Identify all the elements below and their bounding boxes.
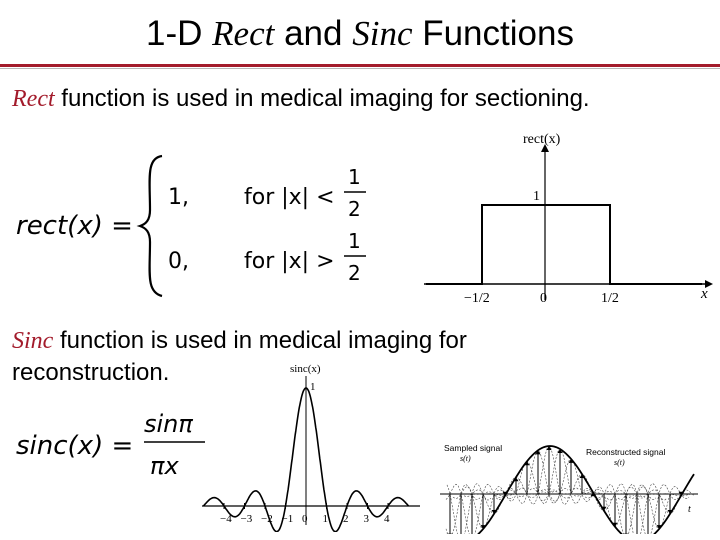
reconstructed-signal-label: Reconstructed signal <box>586 447 665 457</box>
rect-plot-tick-zero: 0 <box>540 291 547 306</box>
reconstruction-sinc-kernel <box>507 449 569 504</box>
reconstruction-sinc-kernel <box>445 483 503 534</box>
reconstruction-sample-arrow <box>590 492 596 497</box>
rect-plot-ylabel: rect(x) <box>523 132 561 147</box>
reconstruction-sample-arrow <box>513 477 519 482</box>
sinc-plot-tick-label: 3 <box>364 513 370 525</box>
sampled-signal-label: Sampled signal <box>444 443 502 453</box>
sinc-plot-peak-label: 1 <box>310 381 316 393</box>
rect-plot: rect(x) 1 x −1/2 0 1/2 <box>424 132 713 306</box>
sinc-description-line2: reconstruction. <box>12 359 170 386</box>
sinc-formula: sinc(x) = sinπ πx <box>16 410 205 480</box>
reconstruction-sinc-kernel <box>445 484 481 534</box>
rect-description: Rect function is used in medical imaging… <box>12 84 590 114</box>
reconstruction-signal-curve <box>446 445 695 534</box>
sampled-signal-sub: s(t) <box>460 454 471 463</box>
reconstructed-signal-sub: s(t) <box>614 458 625 467</box>
rect-plot-curve <box>426 204 702 285</box>
rect-formula-brace <box>136 154 163 298</box>
rect-description-text: function is used in medical imaging for … <box>54 85 590 112</box>
reconstruction-sample-arrow <box>502 491 508 496</box>
sinc-plot-curve <box>202 387 410 532</box>
sinc-plot-tick-label: −1 <box>282 513 294 525</box>
reconstruction-sample-arrow <box>480 525 486 530</box>
title-rect-word: Rect <box>212 14 275 53</box>
rect-plot-xlabel: x <box>700 286 708 302</box>
rect-plot-tick-pos-half: 1/2 <box>601 291 619 306</box>
title-middle: and <box>274 14 353 53</box>
reconstruction-sinc-kernel <box>606 483 668 534</box>
title-underline <box>0 64 720 67</box>
reconstruction-sinc-kernel <box>639 489 695 515</box>
rect-plot-x-arrow <box>705 280 713 288</box>
reconstruction-sample-arrow <box>557 449 563 454</box>
reconstruction-sinc-kernel <box>651 493 694 497</box>
rect-formula-lhs: rect(x) = <box>16 211 133 241</box>
reconstruction-sinc-kernel <box>595 484 657 534</box>
reconstruction-sinc-kernel <box>563 491 623 495</box>
sinc-description-line1: Sinc function is used in medical imaging… <box>12 326 467 356</box>
rect-case1-value: 1, <box>168 185 189 210</box>
title-suffix: Functions <box>412 14 574 53</box>
reconstruction-sample-arrow <box>524 461 530 466</box>
sinc-plot-tick-label: 2 <box>343 513 349 525</box>
reconstruction-sample-arrow <box>656 525 662 530</box>
title-underline-shadow <box>0 68 720 69</box>
rect-case1-frac-num: 1 <box>348 165 361 189</box>
sinc-formula-numerator: sinπ <box>144 410 193 438</box>
rect-case2-value: 0, <box>168 249 189 274</box>
rect-case1-condition: for |x| < <box>244 185 335 210</box>
sinc-plot-tick-label: −4 <box>220 513 232 525</box>
reconstruction-sample-arrow <box>667 509 673 514</box>
rect-case2-condition: for |x| > <box>244 249 335 274</box>
rect-plot-y-arrow <box>541 144 549 152</box>
sinc-term: Sinc <box>12 328 54 354</box>
reconstruction-sample-arrow <box>546 446 552 451</box>
sinc-formula-denominator: πx <box>150 452 179 480</box>
reconstruction-figure: t Sampled signal s(t) Reconstructed sign… <box>440 443 698 534</box>
sinc-plot-tick-label: −3 <box>241 513 253 525</box>
sinc-plot-tick-label: 1 <box>323 513 329 525</box>
rect-term: Rect <box>12 86 55 112</box>
sinc-plot-ticks: −4 −3 −2 −1 0 1 2 3 4 <box>220 503 390 525</box>
sinc-plot: sinc(x) 1 −4 −3 −2 −1 0 1 2 3 4 <box>202 363 420 532</box>
sinc-plot-ylabel: sinc(x) <box>290 363 321 375</box>
reconstruction-sample-arrow <box>568 458 574 463</box>
reconstruction-sinc-kernel <box>475 493 535 497</box>
reconstruction-sample-arrow <box>535 450 541 455</box>
rect-case2-frac-num: 1 <box>348 229 361 253</box>
rect-case2-frac-den: 2 <box>348 261 361 285</box>
title-sinc-word: Sinc <box>352 14 413 53</box>
rect-plot-tick-neg-half: −1/2 <box>464 291 490 306</box>
reconstruction-sample-arrow <box>678 491 684 496</box>
reconstruction-sample-arrow <box>612 522 618 527</box>
sinc-plot-tick-label: −2 <box>261 513 273 525</box>
sinc-plot-tick-label: 0 <box>302 513 308 525</box>
reconstruction-samples <box>447 446 684 534</box>
sinc-formula-lhs: sinc(x) = <box>16 431 133 461</box>
rect-plot-height-label: 1 <box>533 189 540 204</box>
reconstruction-sample-arrow <box>601 506 607 511</box>
title-prefix: 1-D <box>146 14 213 53</box>
reconstruction-sample-arrow <box>491 509 497 514</box>
reconstruction-sample-arrow <box>579 474 585 479</box>
slide-title: 1-D Rect and Sinc Functions <box>0 12 720 56</box>
sinc-plot-tick-label: 4 <box>384 513 390 525</box>
sinc-description-text: function is used in medical imaging for <box>53 327 467 354</box>
rect-case1-frac-den: 2 <box>348 197 361 221</box>
reconstruction-axis-label: t <box>688 504 691 515</box>
rect-formula: rect(x) = 1, for |x| < 1 2 0, for |x| > … <box>16 154 366 298</box>
